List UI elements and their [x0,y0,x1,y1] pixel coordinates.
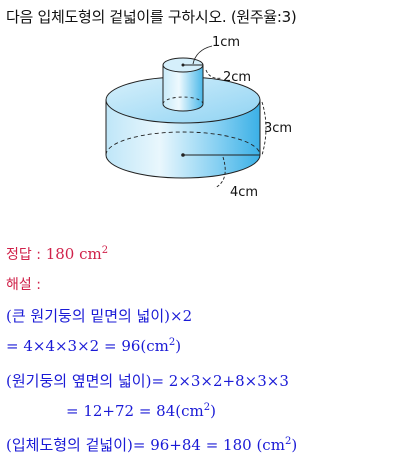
answer-line: 정답 : 180 cm2 [6,244,108,264]
answer-label: 정답 : [6,247,41,263]
dimension-marks [192,45,267,189]
answer-value: 180 cm [45,245,102,263]
label-radius-small: 1cm [212,35,240,50]
solution-line-2: = 4×4×3×2 = 96(cm2) [6,337,182,355]
label-height-small: 2cm [223,70,251,85]
solution-line-5: (입체도형의 겉넓이)= 96+84 = 180 (cm2) [6,436,298,454]
cylinder-figure: 1cm 2cm 3cm 4cm [105,35,292,200]
question-text: 다음 입체도형의 겉넓이를 구하시오. (원주율:3) [6,8,297,26]
solution-line-4: = 12+72 = 84(cm2) [66,402,216,420]
label-height-big: 3cm [264,121,292,136]
label-radius-big: 4cm [230,185,258,200]
solution-line-1: (큰 원기둥의 밑면의 넓이)×2 [6,307,193,325]
solution-line-3: (원기둥의 옆면의 넓이)= 2×3×2+8×3×3 [6,372,289,390]
small-cylinder [162,57,204,112]
solution-title: 해설 : [6,277,41,293]
answer-exp: 2 [101,245,109,256]
